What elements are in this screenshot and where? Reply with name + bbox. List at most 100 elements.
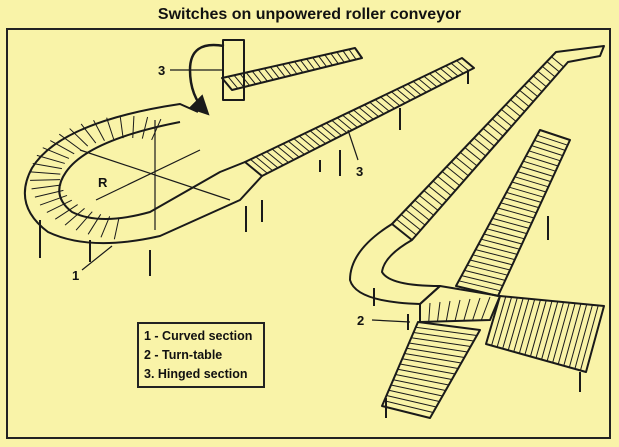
curved-section-outer xyxy=(23,103,263,245)
roller xyxy=(390,384,443,397)
curved-roller xyxy=(106,117,115,140)
roller xyxy=(502,297,518,349)
curved-section-inner xyxy=(58,121,246,220)
roller xyxy=(480,296,491,321)
roller xyxy=(388,389,440,402)
roller xyxy=(428,302,431,322)
roller xyxy=(250,159,268,174)
roller xyxy=(495,212,532,224)
roller xyxy=(288,140,305,155)
roller xyxy=(306,58,316,70)
roller xyxy=(251,70,262,84)
roller xyxy=(393,379,446,391)
roller xyxy=(396,218,417,236)
curved-roller xyxy=(69,128,89,147)
roller xyxy=(423,190,443,206)
roller xyxy=(446,166,465,182)
curved-roller xyxy=(87,214,102,235)
roller xyxy=(531,145,563,157)
roller xyxy=(271,148,289,163)
roller xyxy=(509,186,544,198)
curved-roller xyxy=(39,194,68,206)
diagram-title: Switches on unpowered roller conveyor xyxy=(157,6,462,23)
roller xyxy=(568,304,588,368)
callout-radius: R xyxy=(98,175,108,190)
callout-turntable: 2 xyxy=(357,313,365,328)
roller xyxy=(473,137,491,152)
curved-roller xyxy=(31,184,62,190)
curved-roller xyxy=(75,211,93,231)
diagonal-conveyor xyxy=(455,129,571,297)
roller xyxy=(496,296,513,348)
roller xyxy=(514,94,530,107)
callout-hinged-section-top: 3 xyxy=(158,63,166,78)
roller xyxy=(445,300,451,322)
roller xyxy=(519,89,534,102)
curved-roller xyxy=(58,133,81,151)
roller xyxy=(520,165,554,177)
roller xyxy=(358,107,374,120)
roller xyxy=(227,76,239,89)
roller xyxy=(326,122,342,136)
roller xyxy=(300,59,310,72)
callout-hinged-section-mid: 3 xyxy=(356,164,364,179)
roller xyxy=(423,75,438,88)
roller xyxy=(574,304,593,370)
roller xyxy=(523,160,556,172)
roller xyxy=(315,127,332,142)
roller xyxy=(532,75,547,88)
roller xyxy=(336,51,345,63)
roller xyxy=(320,125,337,139)
roller xyxy=(437,175,456,191)
roller xyxy=(418,78,432,90)
roller xyxy=(524,299,541,356)
roller xyxy=(266,151,284,166)
roller xyxy=(469,142,486,157)
diagram-frame xyxy=(6,28,611,439)
roller xyxy=(483,233,523,245)
roller xyxy=(486,228,525,240)
roller xyxy=(497,207,535,219)
roller xyxy=(414,199,434,216)
roller xyxy=(342,50,351,62)
roller xyxy=(409,204,430,221)
roller xyxy=(406,347,465,358)
roller xyxy=(546,61,560,73)
roller xyxy=(396,88,411,101)
curved-roller xyxy=(141,116,149,139)
roller xyxy=(385,94,401,107)
callout-leaders xyxy=(81,69,411,323)
curved-roller xyxy=(32,163,63,170)
straight-conveyor-upper xyxy=(244,57,475,177)
roller xyxy=(518,299,536,354)
roller xyxy=(489,223,527,235)
roller xyxy=(528,150,561,162)
roller xyxy=(455,156,473,172)
roller xyxy=(552,302,570,363)
roller xyxy=(419,194,439,211)
roller xyxy=(472,254,513,266)
lower-left-branch xyxy=(381,321,481,419)
curved-roller xyxy=(30,171,61,175)
roller xyxy=(294,61,304,73)
roller xyxy=(309,130,326,144)
roller xyxy=(384,400,434,413)
roller xyxy=(461,275,503,287)
roller xyxy=(487,123,504,137)
roller xyxy=(318,55,327,68)
hinge-rotation-arrow xyxy=(188,43,225,116)
roller xyxy=(428,185,447,201)
hinged-top-conveyor xyxy=(221,47,363,91)
roller xyxy=(537,134,568,146)
roller xyxy=(450,62,464,74)
roller xyxy=(557,303,576,365)
roller xyxy=(458,280,501,292)
roller xyxy=(463,298,471,321)
roller xyxy=(496,113,512,127)
legend-box: 1 - Curved section 2 - Turn-table 3. Hin… xyxy=(137,322,265,388)
curved-roller xyxy=(46,199,73,213)
roller xyxy=(413,332,474,342)
roller xyxy=(408,342,468,353)
right-conveyor-upper xyxy=(391,45,605,241)
